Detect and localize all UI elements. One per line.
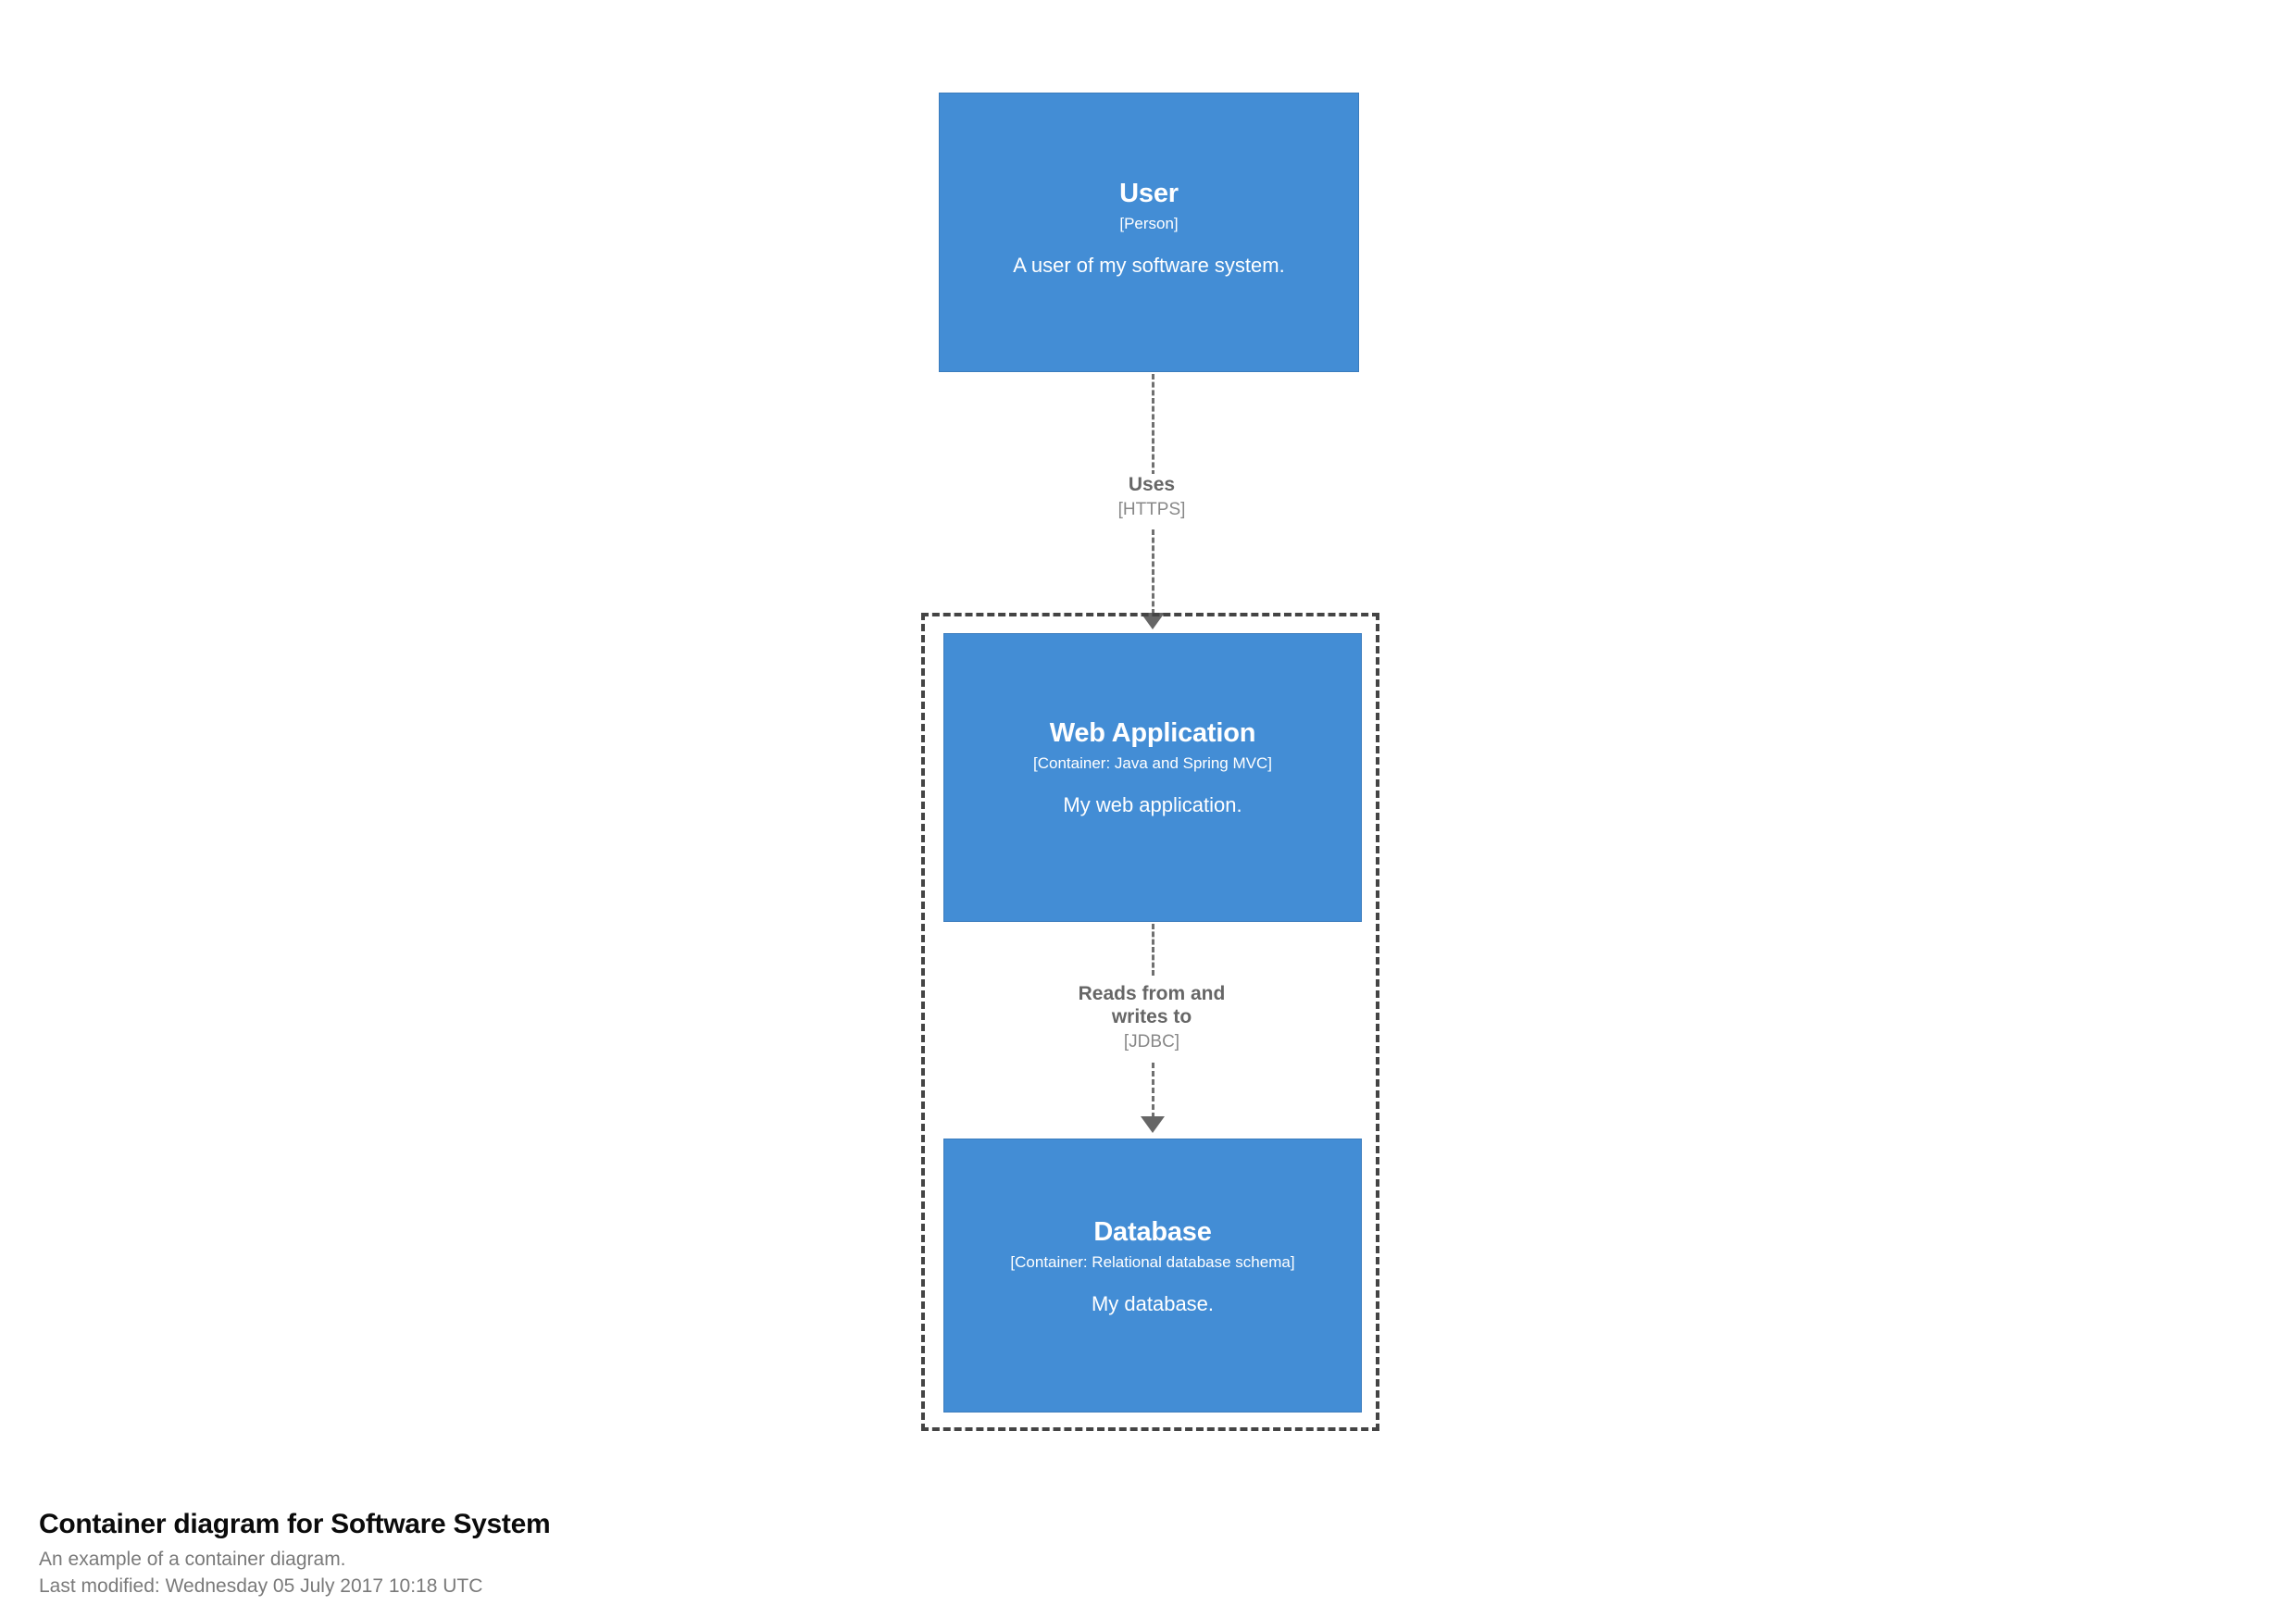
relationship-arrowhead-user-to-webapp	[1141, 613, 1165, 629]
diagram-title: Container diagram for Software System	[39, 1509, 551, 1539]
relationship-line-webapp-to-database	[1152, 924, 1154, 976]
relationship-description-webapp-to-database: Reads from and writes to	[1078, 983, 1226, 1027]
node-description-database: My database.	[1091, 1291, 1215, 1315]
software-system-boundary	[921, 613, 1379, 1431]
node-name-user: User	[1119, 179, 1179, 208]
relationship-label-webapp-to-database: Reads from and writes to [JDBC]	[1013, 983, 1291, 1052]
relationship-line-webapp-to-database-lower	[1152, 1063, 1154, 1118]
node-name-database: Database	[1093, 1217, 1212, 1247]
node-type-database: [Container: Relational database schema]	[1010, 1253, 1295, 1272]
relationship-label-user-to-webapp: Uses [HTTPS]	[1013, 474, 1291, 521]
relationship-arrowhead-webapp-to-database	[1141, 1116, 1165, 1133]
diagram-node-user[interactable]: User [Person] A user of my software syst…	[939, 93, 1359, 372]
node-text-block-database: Database [Container: Relational database…	[961, 1217, 1344, 1316]
node-name-web-application: Web Application	[1049, 718, 1256, 748]
node-text-block-user: User [Person] A user of my software syst…	[956, 179, 1341, 278]
diagram-subtitle: An example of a container diagram.	[39, 1548, 346, 1570]
node-type-user: [Person]	[1119, 215, 1179, 233]
diagram-last-modified: Last modified: Wednesday 05 July 2017 10…	[39, 1575, 483, 1598]
diagram-node-web-application[interactable]: Web Application [Container: Java and Spr…	[943, 633, 1362, 922]
diagram-footer: Container diagram for Software System An…	[39, 1507, 551, 1600]
relationship-line-user-to-webapp-lower	[1152, 529, 1154, 615]
node-description-user: A user of my software system.	[1013, 253, 1285, 277]
relationship-line-user-to-webapp	[1152, 374, 1154, 476]
node-type-web-application: [Container: Java and Spring MVC]	[1033, 754, 1272, 773]
relationship-description-user-to-webapp: Uses	[1128, 474, 1176, 495]
diagram-node-database[interactable]: Database [Container: Relational database…	[943, 1139, 1362, 1413]
relationship-technology-user-to-webapp: [HTTPS]	[1117, 499, 1186, 519]
node-text-block-web-application: Web Application [Container: Java and Spr…	[961, 718, 1344, 817]
node-description-web-application: My web application.	[1063, 792, 1242, 816]
relationship-technology-webapp-to-database: [JDBC]	[1123, 1031, 1180, 1052]
